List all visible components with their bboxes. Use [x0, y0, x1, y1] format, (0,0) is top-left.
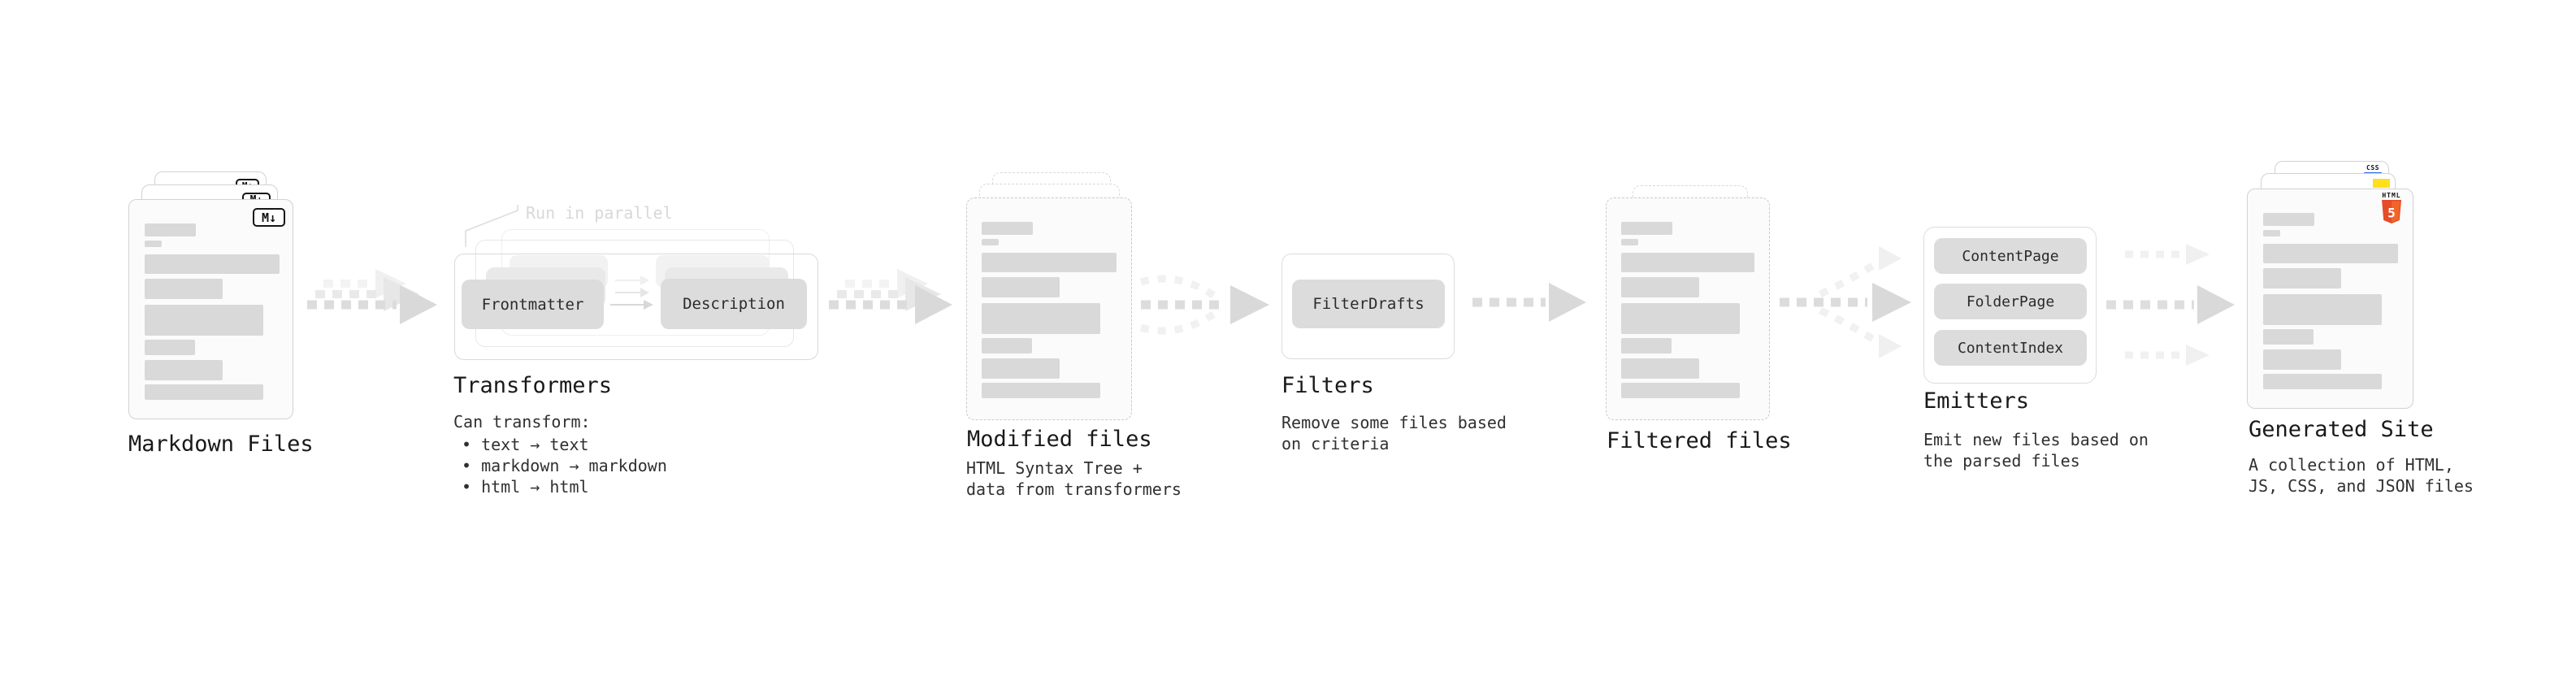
emitters-desc-line: Emit new files based on [1923, 430, 2149, 449]
html5-icon: HTML 5 [2380, 192, 2403, 228]
emitters-desc-line: the parsed files [1923, 451, 2080, 471]
css-icon-label: CSS [2366, 164, 2379, 171]
text-line-bar [1621, 303, 1740, 334]
text-line-bar [1621, 383, 1740, 398]
text-line-bar [1621, 338, 1672, 354]
arrow-head [1872, 283, 1911, 322]
generated-desc-line: A collection of HTML, [2249, 455, 2454, 475]
text-line-bar [982, 358, 1060, 379]
html5-shield-right [2392, 201, 2400, 223]
emitter-pill-contentpage: ContentPage [1934, 238, 2087, 274]
arrow-head [905, 277, 941, 311]
arrow-transformers-to-modified [829, 269, 952, 324]
text-line-bar [2263, 213, 2314, 226]
stage-label-generated-site: Generated Site [2249, 417, 2434, 442]
fanout-curve-bottom [1819, 306, 1881, 346]
html5-icon-number: 5 [2387, 206, 2396, 221]
text-line-bar [145, 223, 196, 236]
modified-file-card-front [966, 197, 1132, 420]
text-line-bar [982, 277, 1060, 297]
emitter-pill-contentindex: ContentIndex [1934, 330, 2087, 366]
arrow-head [1230, 285, 1269, 324]
text-line-bar [982, 222, 1033, 235]
stage-label-modified-files: Modified files [967, 427, 1152, 452]
filters-desc-line: on criteria [1281, 434, 1390, 453]
filtered-file-card-front [1606, 197, 1770, 420]
transformer-pill-frontmatter: Frontmatter [462, 280, 604, 329]
filters-desc-line: Remove some files based [1281, 413, 1507, 432]
stage-label-markdown-files: Markdown Files [128, 432, 314, 457]
arrow-head [384, 277, 419, 311]
text-line-bar [2263, 329, 2314, 345]
filter-pill-filterdrafts: FilterDrafts [1292, 280, 1445, 328]
js-icon [2373, 179, 2390, 188]
transformer-container-front [454, 254, 818, 360]
merge-curve-top [1139, 275, 1221, 302]
text-line-bar [1621, 253, 1754, 272]
arrow-head [400, 285, 437, 324]
text-line-bar [145, 241, 162, 247]
text-line-bar [145, 384, 263, 400]
transformer-pill-description: Description [661, 279, 807, 329]
arrow-emitters-to-generated [2106, 244, 2235, 366]
text-line-bar [982, 239, 999, 245]
text-line-bar [2263, 244, 2398, 263]
transformers-bullet: • markdown → markdown [462, 456, 667, 475]
html5-icon-word: HTML [2382, 192, 2401, 199]
generated-file-card-html: HTML 5 [2247, 189, 2413, 409]
arrow-markdown-to-transformers [307, 269, 437, 324]
text-line-bar [2263, 349, 2341, 370]
text-line-bar [1621, 222, 1672, 235]
arrow-modified-to-filters-merge [1139, 275, 1269, 335]
text-line-bar [982, 338, 1032, 354]
arrow-head [375, 269, 406, 298]
modified-desc-line: data from transformers [966, 479, 1182, 499]
arrow-filters-to-filtered [1472, 283, 1586, 322]
arrow-head [897, 269, 928, 298]
text-line-bar [2263, 268, 2341, 288]
fanout-curve-top [1819, 258, 1881, 298]
text-line-bar [1621, 277, 1699, 297]
arrow-head [1549, 283, 1586, 322]
modified-desc-line: HTML Syntax Tree + [966, 458, 1143, 478]
text-line-bar [1621, 358, 1699, 379]
arrow-filtered-to-emitters-fanout [1780, 246, 1911, 358]
text-line-bar [145, 254, 280, 274]
transformers-desc-title: Can transform: [453, 412, 591, 432]
arrow-head [1879, 334, 1902, 358]
text-line-bar [2263, 294, 2382, 325]
stage-label-filters: Filters [1281, 373, 1374, 398]
text-line-bar [145, 279, 223, 299]
transformers-bullet: • html → html [462, 477, 589, 497]
text-line-bar [982, 303, 1100, 334]
arrow-head [2186, 244, 2210, 265]
stage-label-filtered-files: Filtered files [1607, 428, 1792, 453]
arrow-head [1879, 246, 1902, 271]
generated-desc-line: JS, CSS, and JSON files [2249, 476, 2474, 496]
text-line-bar [145, 340, 195, 355]
markdown-file-card-front: M↓ [128, 199, 293, 419]
arrow-head [2197, 285, 2235, 324]
arrow-head [915, 285, 952, 324]
emitter-pill-folderpage: FolderPage [1934, 284, 2087, 319]
merge-curve-bottom [1139, 307, 1221, 335]
text-line-bar [982, 383, 1100, 398]
stage-label-transformers: Transformers [453, 373, 613, 398]
html5-shield: 5 [2382, 200, 2401, 223]
markdown-icon: M↓ [253, 208, 285, 227]
text-line-bar [2263, 230, 2280, 236]
stage-label-emitters: Emitters [1923, 388, 2030, 414]
text-line-bar [1621, 239, 1638, 245]
transformers-bullet: • text → text [462, 435, 589, 454]
arrow-head [2186, 345, 2210, 366]
text-line-bar [2263, 374, 2382, 389]
text-line-bar [145, 360, 223, 380]
run-in-parallel-note: Run in parallel [526, 203, 673, 223]
text-line-bar [145, 305, 263, 336]
text-line-bar [982, 253, 1117, 272]
